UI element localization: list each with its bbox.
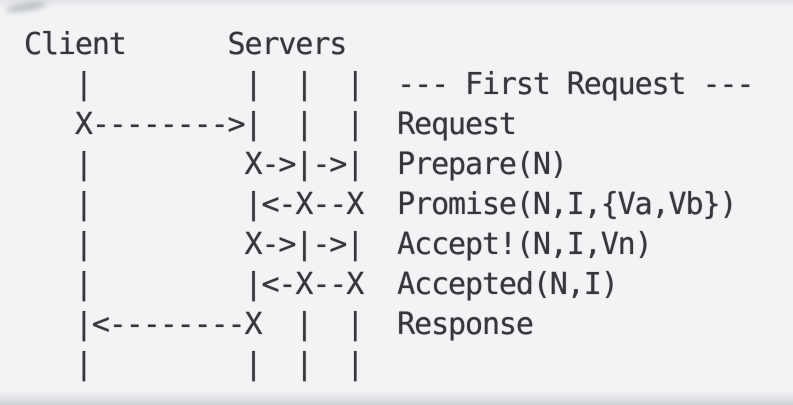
diagram-line-response: |<--------X | | Response — [24, 307, 534, 342]
diagram-line-prepare: | X->|->| Prepare(N) — [24, 147, 568, 182]
paxos-ascii-sequence-diagram: Client Servers | | | | --- First Request… — [24, 25, 755, 385]
top-edge-shade — [0, 0, 793, 8]
diagram-header-actors: Client Servers — [24, 27, 347, 62]
diagram-line-accept: | X->|->| Accept!(N,I,Vn) — [24, 227, 653, 262]
video-artifact-smudge — [4, 0, 48, 14]
diagram-line-accepted: | |<-X--X Accepted(N,I) — [24, 267, 619, 302]
diagram-line-lifelines-end: | | | | — [24, 347, 364, 382]
diagram-line-request: X-------->| | | Request — [24, 107, 517, 142]
diagram-line-promise: | |<-X--X Promise(N,I,{Va,Vb}) — [24, 187, 738, 222]
bottom-edge-shade — [0, 391, 793, 405]
diagram-line-lifelines-first-request: | | | | --- First Request --- — [24, 67, 755, 102]
